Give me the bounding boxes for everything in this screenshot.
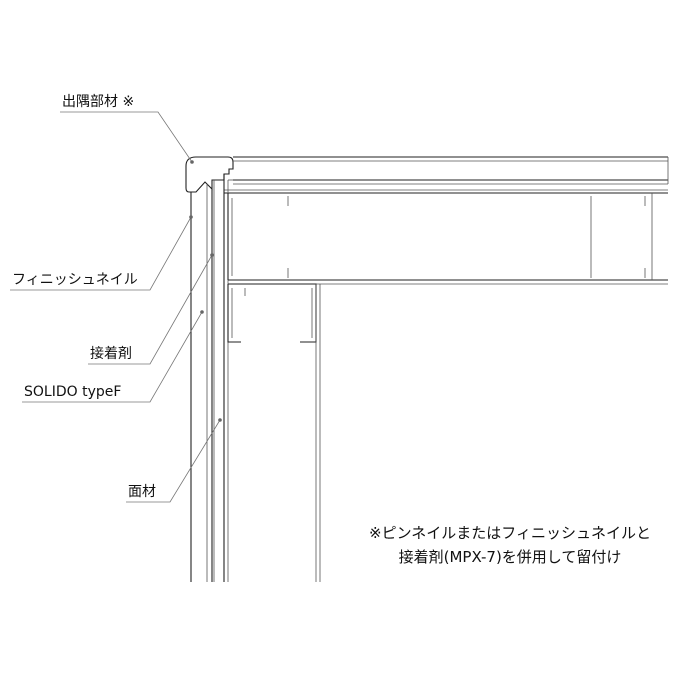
label-solido: SOLIDO typeF	[24, 384, 122, 400]
note-line-2: 接着剤(MPX-7)を併用して留付け	[398, 548, 622, 566]
label-finish-nail: フィニッシュネイル	[12, 272, 138, 288]
steel-stud	[227, 283, 321, 582]
note-line-1: ※ピンネイルまたはフィニッシュネイルと	[369, 524, 651, 542]
label-face-material: 面材	[128, 484, 156, 500]
top-board	[233, 156, 669, 185]
vertical-wall	[190, 174, 233, 582]
top-face-material	[224, 189, 668, 194]
label-adhesive: 接着剤	[90, 346, 132, 362]
label-corner-member: 出隅部材 ※	[62, 94, 135, 110]
corner-member	[185, 156, 234, 193]
steel-beam	[227, 193, 668, 285]
leader-lines	[10, 111, 222, 503]
